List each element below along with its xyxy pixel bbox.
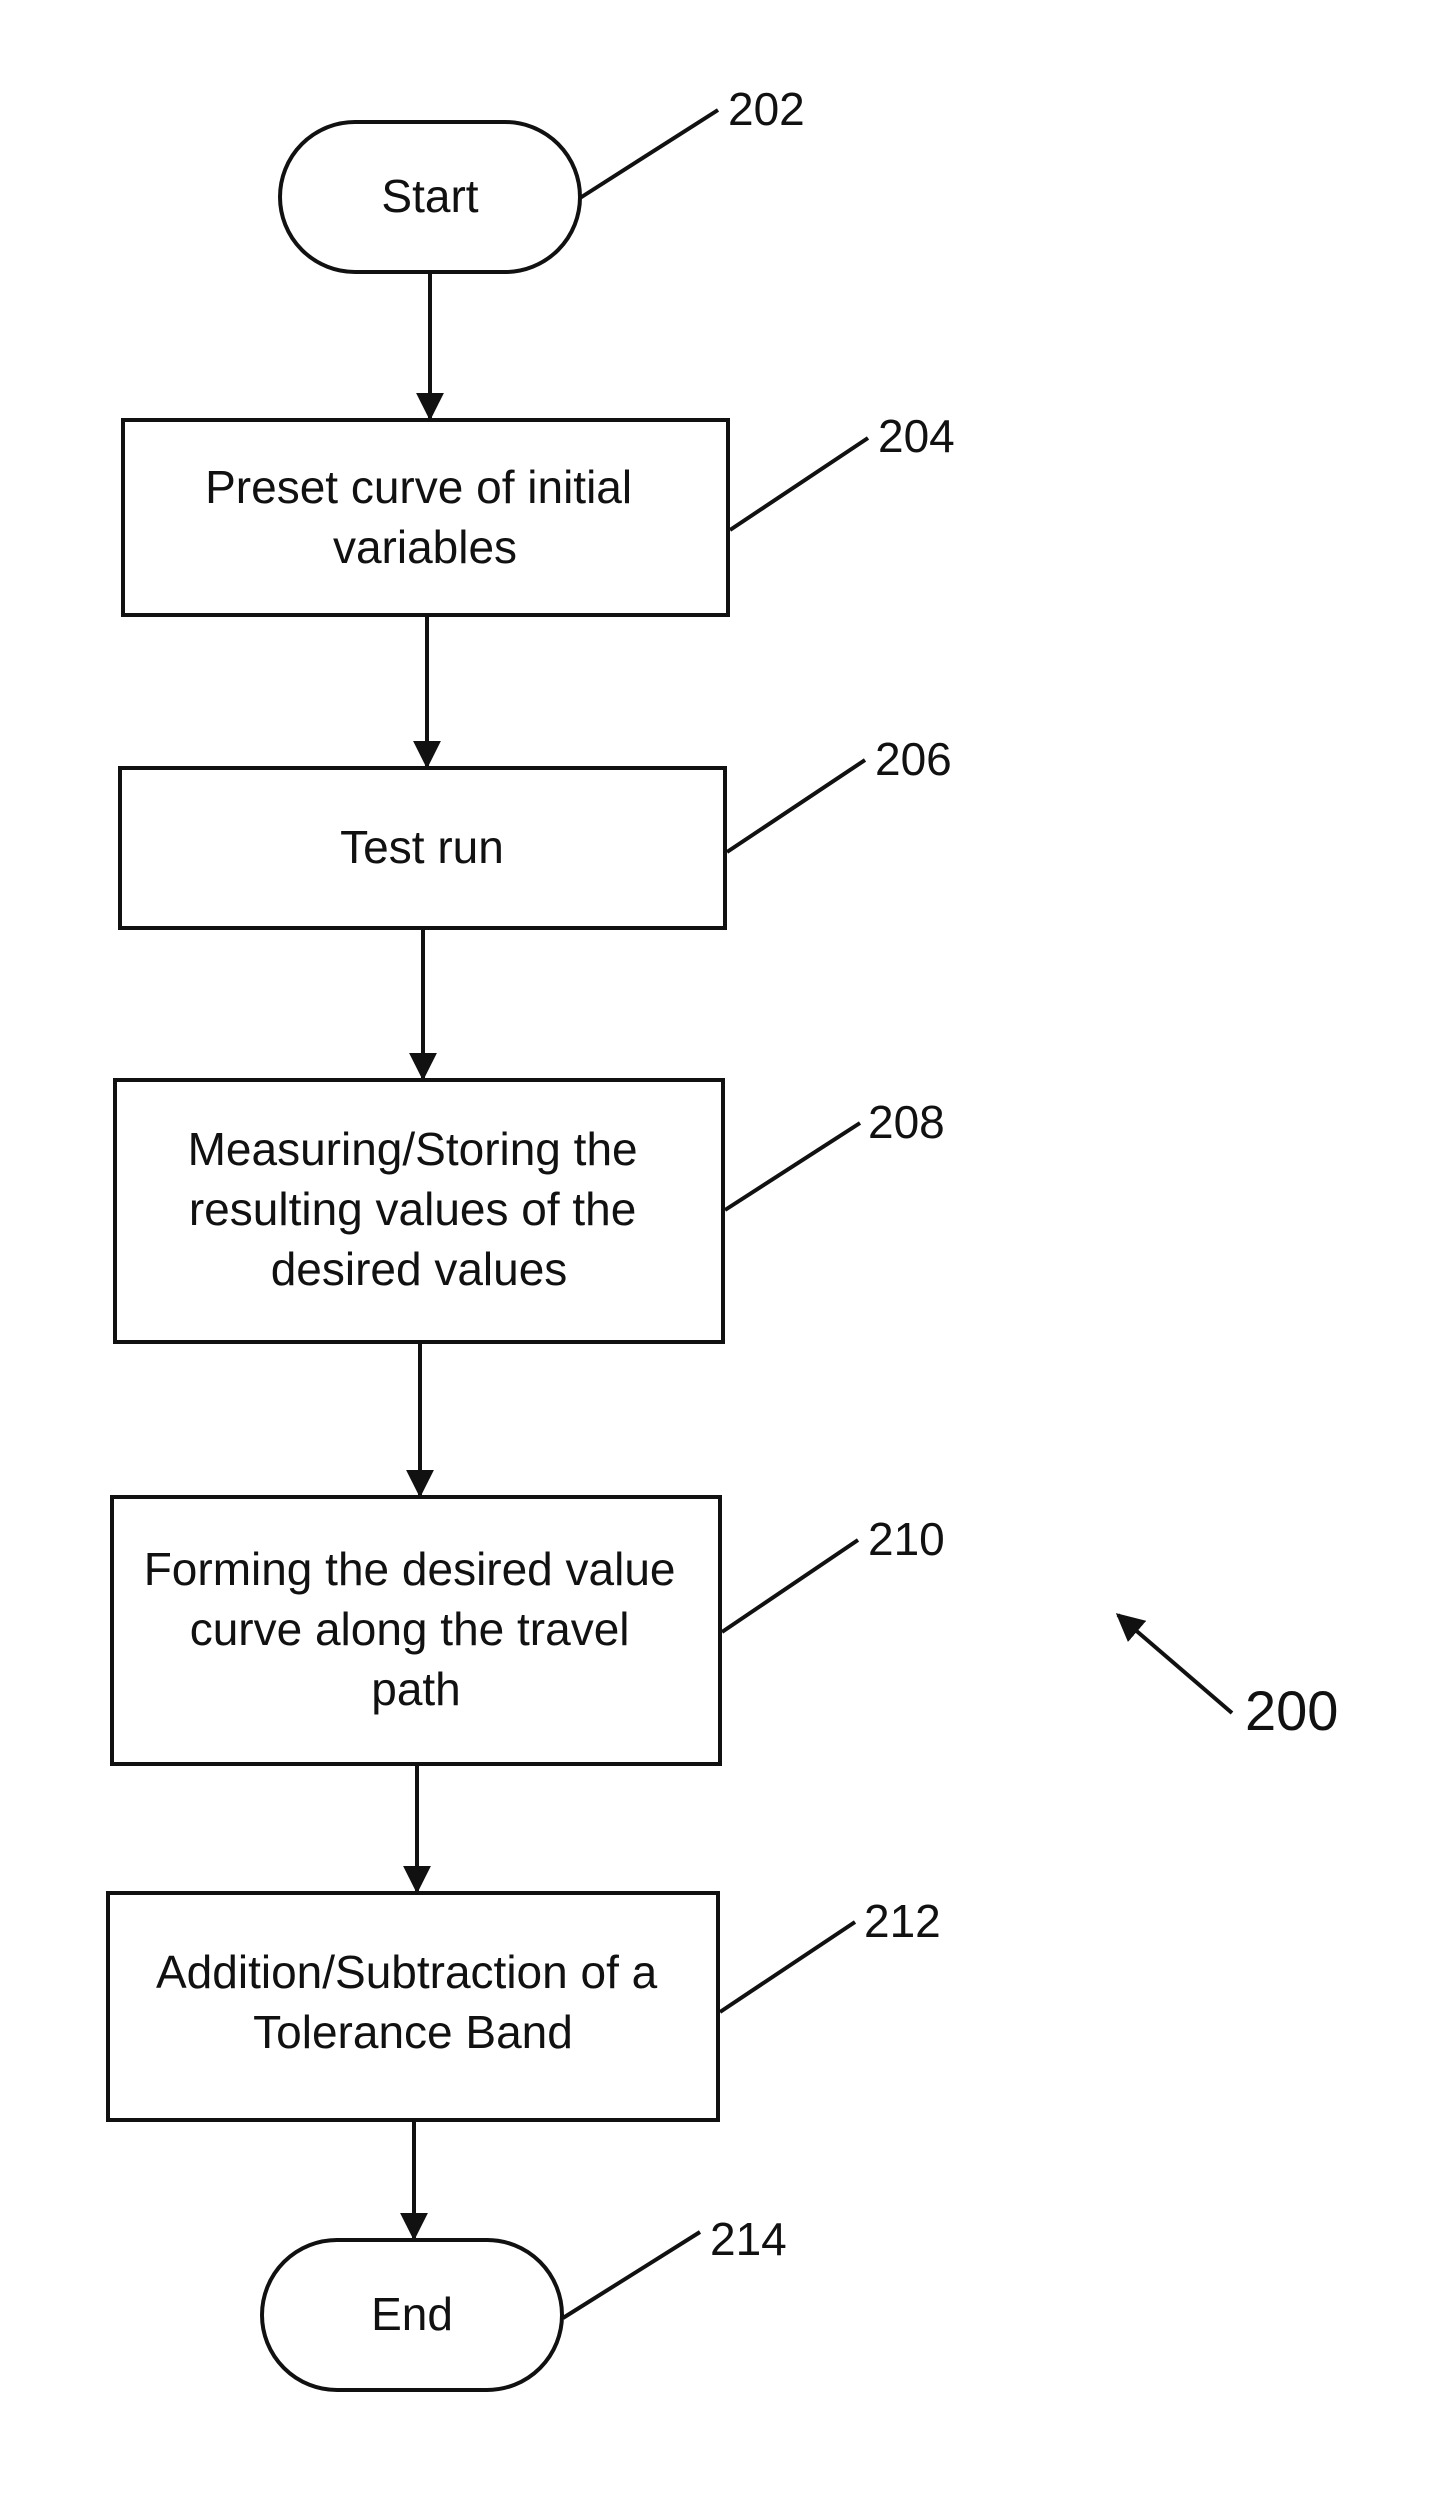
- node-tolerance-band-line: Addition/Subtraction of a: [156, 1946, 658, 1998]
- node-measuring-storing: Measuring/Storing the resulting values o…: [115, 1080, 945, 1342]
- node-measuring-storing-line: resulting values of the: [189, 1183, 637, 1235]
- node-end: End 214: [262, 2213, 787, 2390]
- node-forming-curve-line: Forming the desired value: [144, 1543, 676, 1595]
- node-test-run: Test run 206: [120, 733, 952, 928]
- ref-214: 214: [710, 2213, 787, 2265]
- node-start: Start 202: [280, 83, 805, 272]
- node-test-run-label: Test run: [340, 821, 504, 873]
- ref-leader-206: [727, 760, 865, 852]
- figure-label: 200: [1245, 1679, 1338, 1742]
- node-measuring-storing-line: desired values: [271, 1243, 568, 1295]
- figure-reference: 200: [1118, 1615, 1338, 1742]
- node-start-line: Start: [381, 170, 478, 222]
- ref-leader-212: [720, 1922, 855, 2012]
- node-forming-curve-line: path: [371, 1663, 461, 1715]
- node-preset-curve-line: variables: [333, 521, 517, 573]
- node-test-run-line: Test run: [340, 821, 504, 873]
- figure-pointer-arrow: [1118, 1615, 1232, 1713]
- node-preset-curve: Preset curve of initial variables 204: [123, 410, 955, 615]
- node-preset-curve-line: Preset curve of initial: [205, 461, 632, 513]
- node-tolerance-band-line: Tolerance Band: [253, 2006, 573, 2058]
- node-start-label: Start: [381, 170, 478, 222]
- node-end-line: End: [371, 2288, 453, 2340]
- ref-206: 206: [875, 733, 952, 785]
- node-preset-curve-shape: [123, 420, 728, 615]
- ref-leader-210: [722, 1540, 858, 1632]
- ref-leader-214: [563, 2232, 700, 2318]
- ref-212: 212: [864, 1895, 941, 1947]
- ref-202: 202: [728, 83, 805, 135]
- ref-leader-202: [580, 110, 718, 198]
- node-forming-curve: Forming the desired value curve along th…: [112, 1497, 945, 1764]
- ref-208: 208: [868, 1096, 945, 1148]
- node-tolerance-band: Addition/Subtraction of a Tolerance Band…: [108, 1893, 941, 2120]
- node-end-label: End: [371, 2288, 453, 2340]
- ref-leader-204: [730, 438, 868, 530]
- node-measuring-storing-line: Measuring/Storing the: [188, 1123, 638, 1175]
- ref-leader-208: [725, 1123, 860, 1210]
- ref-210: 210: [868, 1513, 945, 1565]
- node-forming-curve-line: curve along the travel: [190, 1603, 630, 1655]
- ref-204: 204: [878, 410, 955, 462]
